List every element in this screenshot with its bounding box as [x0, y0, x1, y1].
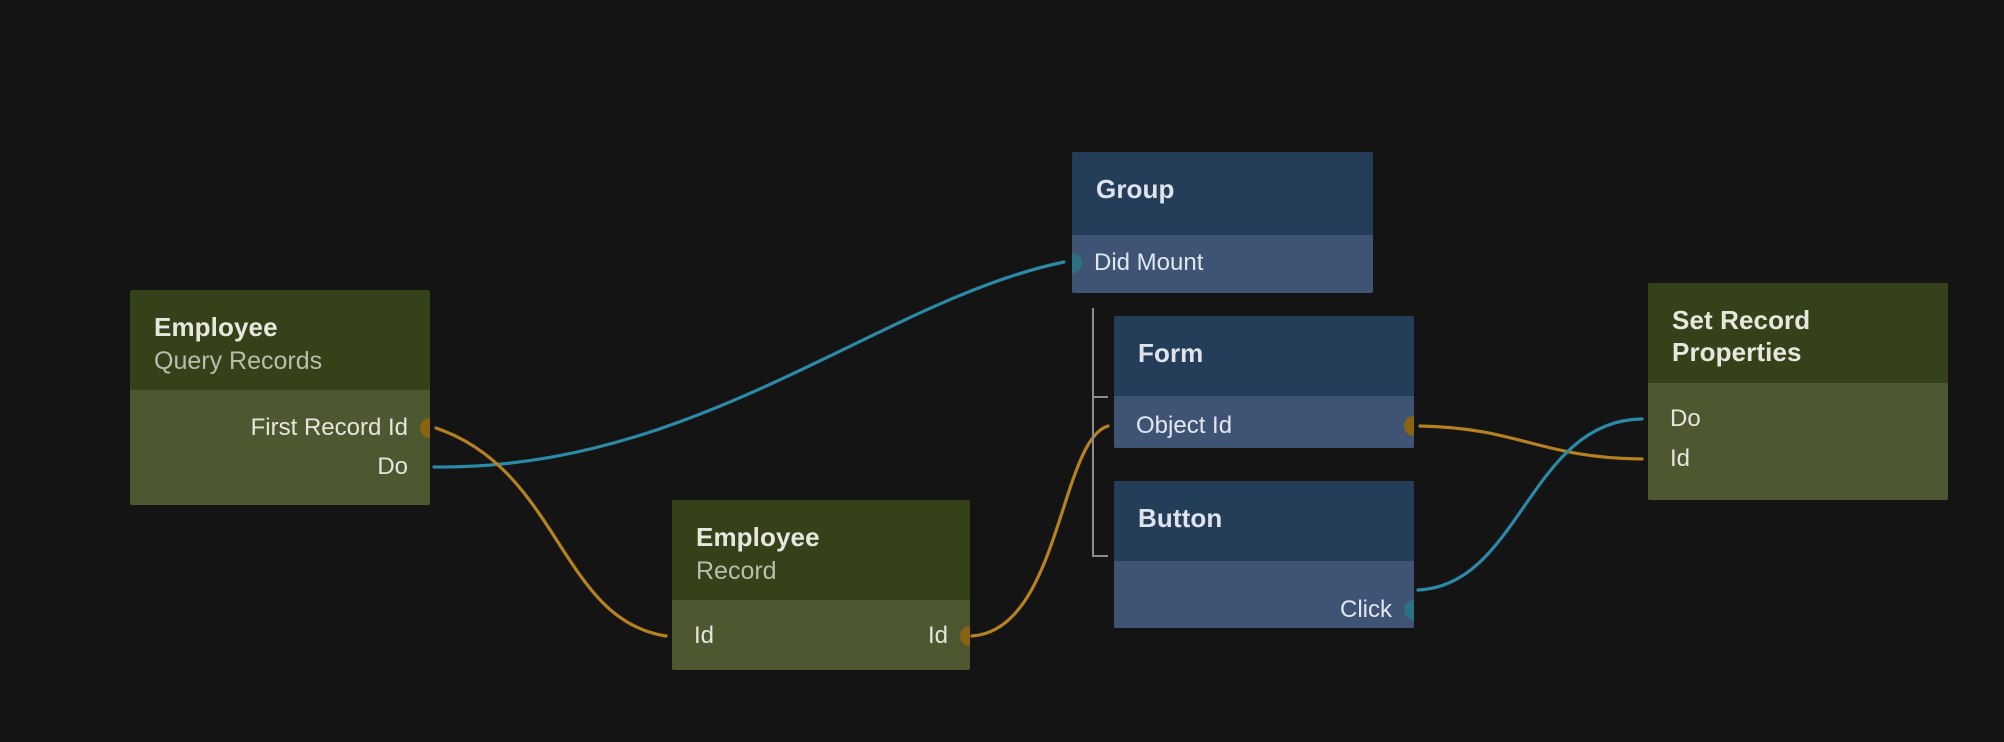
- bracket-tick-1: [1092, 555, 1108, 557]
- node-header[interactable]: Button: [1114, 481, 1414, 561]
- node-title: Employee: [696, 522, 820, 552]
- bracket-tick-0: [1092, 396, 1108, 398]
- port-row-id-in[interactable]: Id: [672, 616, 970, 656]
- node-subtitle: Query Records: [154, 346, 323, 375]
- bracket-stem: [1092, 308, 1094, 555]
- node-header[interactable]: Group: [1072, 152, 1373, 235]
- port-label-click-out: Click: [1340, 596, 1392, 623]
- group-children-bracket: [1092, 308, 1110, 557]
- port-label-do-in: Do: [1670, 405, 1701, 432]
- port-label-first-record-id: First Record Id: [250, 414, 408, 441]
- node-header[interactable]: Form: [1114, 316, 1414, 396]
- port-row-do-in[interactable]: Do: [1648, 399, 1948, 439]
- node-subtitle: Record: [696, 556, 777, 585]
- node-body: Did Mount: [1072, 235, 1373, 293]
- node-body: Click: [1114, 561, 1414, 628]
- node-body: Object Id: [1114, 396, 1414, 448]
- node-title: Form: [1138, 338, 1204, 368]
- node-title: Set Record Properties: [1672, 305, 1811, 367]
- port-connector-did-mount-dot-icon[interactable]: [1072, 253, 1082, 273]
- port-label-id-in: Id: [694, 622, 715, 649]
- port-connector-click-out-dot-icon[interactable]: [1404, 600, 1414, 620]
- port-connector-first-record-id-dot-icon[interactable]: [420, 418, 430, 438]
- port-label-id-out: Id: [927, 622, 948, 649]
- port-row-do-out[interactable]: Do: [130, 447, 430, 487]
- node-header[interactable]: Set Record Properties: [1648, 283, 1948, 383]
- node-title: Button: [1138, 503, 1223, 533]
- port-connector-id-out-dot-icon[interactable]: [960, 626, 970, 646]
- port-label-did-mount: Did Mount: [1094, 249, 1204, 276]
- port-label-do-out: Do: [377, 453, 408, 480]
- node-body: Id Id: [672, 600, 970, 670]
- port-row-click-out[interactable]: Click: [1114, 590, 1414, 628]
- port-row-did-mount[interactable]: Did Mount: [1072, 243, 1373, 283]
- port-row-object-id-out[interactable]: [1114, 406, 1414, 446]
- node-title: Group: [1096, 174, 1175, 204]
- node-title: Employee: [154, 312, 278, 342]
- port-row-object-id-in[interactable]: Object Id: [1114, 406, 1414, 446]
- node-body: First Record Id Do: [130, 390, 430, 505]
- port-connector-object-id-out-dot-icon[interactable]: [1404, 416, 1414, 436]
- port-row-id-in[interactable]: Id: [1648, 439, 1948, 479]
- port-label-id-in: Id: [1670, 445, 1691, 472]
- port-row-first-record-id[interactable]: First Record Id: [130, 408, 430, 448]
- port-row-id-out[interactable]: Id: [672, 616, 970, 656]
- port-label-object-id-in: Object Id: [1136, 412, 1233, 439]
